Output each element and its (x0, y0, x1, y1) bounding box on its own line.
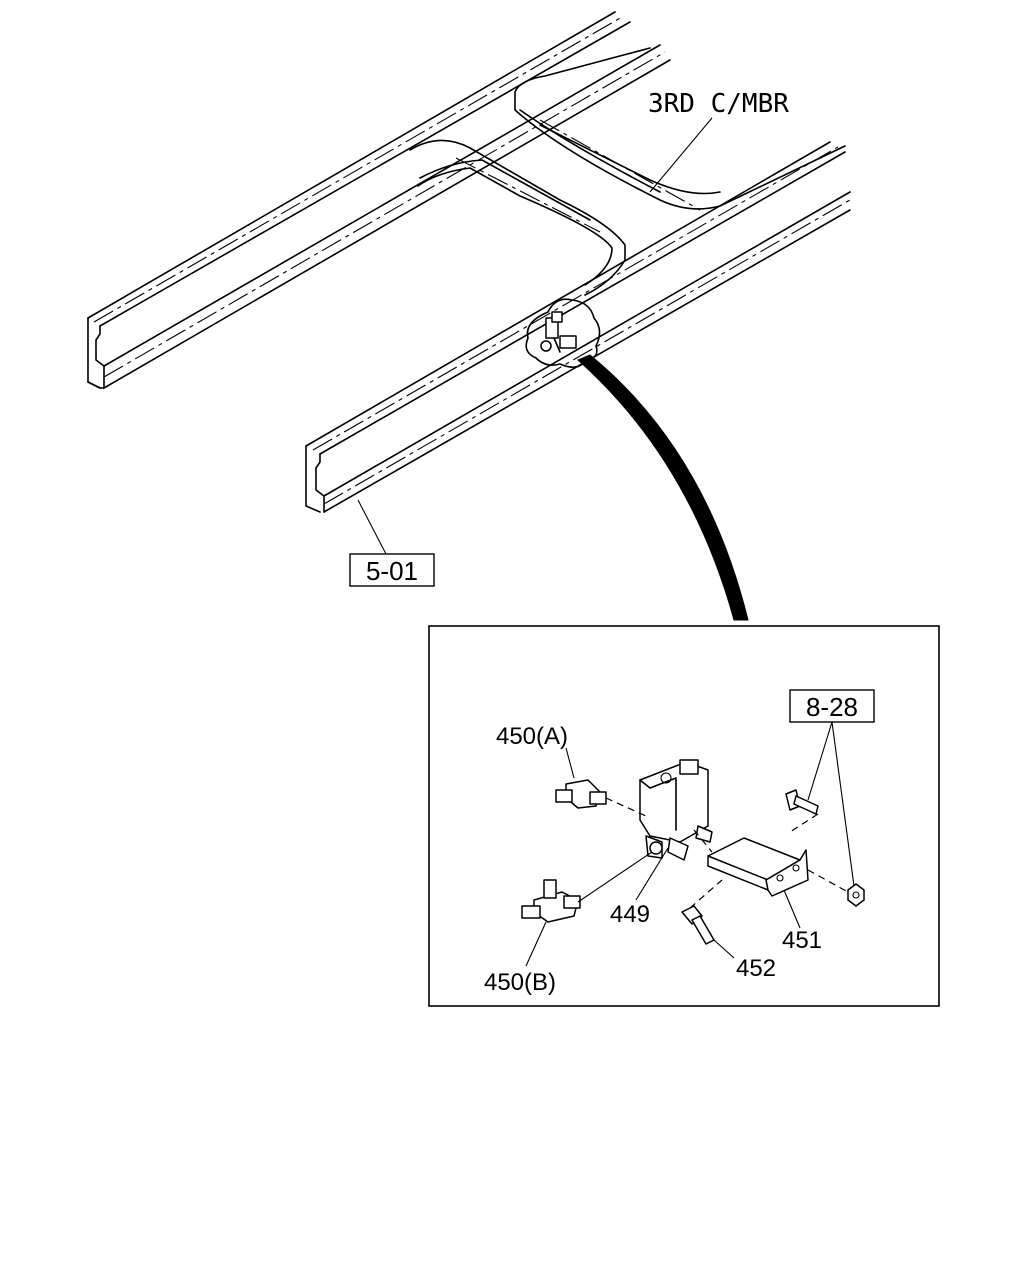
bolt-leader (713, 939, 735, 959)
nut-axis (807, 869, 849, 893)
solenoid-valve (639, 759, 713, 861)
fitting-a-axis (605, 797, 647, 817)
bracket-nut (847, 883, 865, 907)
bolt-label: 452 (736, 955, 776, 982)
fitting-a-leader (565, 747, 575, 779)
bracket-bolt-upper (785, 789, 819, 815)
valve-bracket-axis (693, 829, 713, 853)
side-rail-lower (305, 141, 851, 513)
bracket-leader (783, 889, 801, 929)
frame-ref-label: 5-01 (366, 556, 418, 586)
bracket-label: 451 (782, 927, 822, 954)
bolts-ref-leader-1 (807, 721, 833, 801)
detail-leader (577, 354, 749, 621)
fitting-b-axis (577, 851, 653, 903)
fitting-a (555, 779, 607, 809)
fitting-a-label: 450(A) (496, 723, 568, 750)
crossmember-leader (649, 117, 713, 193)
valve-leader (635, 847, 669, 901)
bolts-ref-label: 8-28 (806, 692, 858, 722)
side-rail-upper (87, 11, 671, 389)
frame-ref-box (349, 553, 435, 587)
valve-label: 449 (610, 901, 650, 928)
bolt-upper-axis (789, 813, 819, 833)
crossmember-label: 3RD C/MBR (648, 89, 789, 119)
frame-ref-leader (357, 499, 387, 555)
fitting-b-label: 450(B) (484, 969, 556, 996)
crossmember-3rd (409, 47, 846, 296)
fitting-b (521, 879, 581, 923)
fitting-b-leader (525, 921, 547, 967)
bracket (707, 837, 809, 897)
bolts-ref-leader-2 (831, 721, 855, 887)
